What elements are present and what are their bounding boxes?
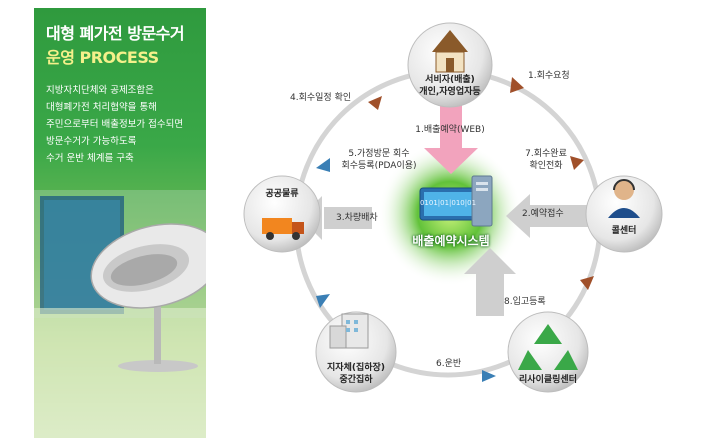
node-label-consumer: 서비자(배출) 개인,자영업자등 bbox=[410, 74, 490, 98]
chair-scene bbox=[34, 190, 206, 438]
node-public-logistics bbox=[243, 175, 321, 253]
step8-label: 8.입고등록 bbox=[504, 297, 546, 307]
node-consumer bbox=[407, 22, 493, 108]
arrow-step1 bbox=[510, 77, 524, 93]
left-title-line1: 대형 폐가전 방문수거 bbox=[46, 24, 185, 43]
diagram-graphics bbox=[243, 22, 663, 393]
arrow-step4 bbox=[368, 96, 382, 110]
step5-label: 5.가정방문 회수 회수등록(PDA이용) bbox=[334, 148, 424, 172]
step1-label: 1.회수요청 bbox=[528, 71, 570, 81]
step-line: 회수등록(PDA이용) bbox=[341, 161, 417, 171]
house-icon bbox=[432, 30, 468, 73]
node-line: 중간집하 bbox=[339, 375, 373, 385]
node-label-municipality: 지자체(집하장) 중간집하 bbox=[316, 362, 396, 386]
truck-icon bbox=[262, 218, 304, 240]
web-booking-arrow bbox=[424, 100, 478, 174]
node-call-center bbox=[585, 175, 663, 253]
node-label-logistics: 공공물류 bbox=[265, 189, 299, 199]
recycle-icon bbox=[518, 324, 578, 370]
inbound-arrow bbox=[464, 248, 516, 316]
call-center-arrow bbox=[506, 194, 588, 238]
step6-label: 6.운반 bbox=[436, 359, 462, 369]
step-line: 7.회수완료 bbox=[525, 149, 567, 159]
operator-icon bbox=[608, 179, 640, 218]
node-line: 지자체(집하장) bbox=[327, 363, 385, 373]
node-label-recycling: 리사이클링센터 bbox=[519, 375, 577, 385]
left-description: 지방자치단체와 공제조합은 대형폐가전 처리협약을 통해 주민으로부터 배출정보… bbox=[46, 82, 206, 167]
step2-label: 2.예약접수 bbox=[522, 209, 564, 219]
node-recycling-center bbox=[507, 311, 589, 393]
chair-icon bbox=[90, 223, 206, 372]
node-municipality bbox=[315, 311, 397, 393]
step-line: 5.가정방문 회수 bbox=[348, 149, 410, 159]
left-title-line2: 운영 PROCESS bbox=[46, 48, 159, 67]
step1-web-label: 1.배출예약(WEB) bbox=[415, 125, 485, 135]
node-line: 서비자(배출) bbox=[425, 75, 475, 85]
arrow-step-left bbox=[316, 294, 330, 308]
step-line: 확인전화 bbox=[529, 161, 563, 171]
arrow-step6 bbox=[482, 370, 496, 382]
node-label-call-center: 콜센터 bbox=[611, 226, 637, 236]
arrow-step5 bbox=[316, 158, 330, 172]
node-line: 개인,자영업자등 bbox=[419, 87, 481, 97]
step3-label: 3.차량배차 bbox=[336, 213, 378, 223]
left-panel: 대형 폐가전 방문수거 운영 PROCESS 지방자치단체와 공제조합은 대형폐… bbox=[34, 8, 206, 438]
server-icon bbox=[419, 175, 493, 227]
server-screen-text: 0101|01|010|01 bbox=[419, 199, 477, 207]
arrow-step-right bbox=[580, 276, 594, 290]
step7-label: 7.회수완료 확인전화 bbox=[520, 148, 572, 172]
desc-line: 대형폐가전 처리협약을 통해 bbox=[46, 102, 157, 113]
desc-line: 지방자치단체와 공제조합은 bbox=[46, 85, 154, 96]
arrow-step7 bbox=[570, 156, 584, 170]
system-label: 배출예약시스템 bbox=[412, 234, 490, 248]
building-icon bbox=[329, 313, 369, 349]
desc-line: 수거 운반 체계를 구축 bbox=[46, 153, 134, 164]
step4-label: 4.회수일정 확인 bbox=[290, 93, 352, 103]
desc-line: 방문수거가 가능하도록 bbox=[46, 136, 137, 147]
desc-line: 주민으로부터 배출정보가 접수되면 bbox=[46, 119, 184, 130]
process-diagram: 0101|01|010|01 배출예약시스템 서비자(배출) 개인,자영업자등 … bbox=[206, 8, 688, 438]
